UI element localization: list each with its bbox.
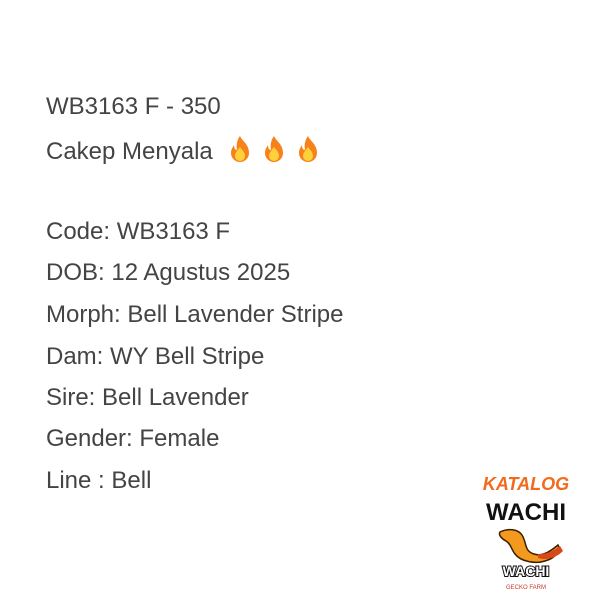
svg-text:KATALOG: KATALOG — [483, 474, 569, 494]
svg-text:GECKO FARM: GECKO FARM — [506, 585, 546, 591]
fire-icon — [299, 136, 318, 162]
detail-dam: Dam: WY Bell Stripe — [46, 343, 265, 370]
detail-line: Line : Bell — [46, 467, 152, 494]
fire-emojis — [227, 135, 321, 163]
post-title: WB3163 F - 350 — [46, 93, 221, 120]
detail-dob: DOB: 12 Agustus 2025 — [46, 259, 291, 286]
detail-sire: Sire: Bell Lavender — [46, 384, 249, 411]
katalog-wachi-logo: KATALOG WACHI WACHI GECKO FARM — [483, 474, 569, 591]
fire-icon — [265, 136, 284, 162]
svg-text:WACHI: WACHI — [486, 499, 566, 526]
detail-morph: Morph: Bell Lavender Stripe — [46, 301, 344, 328]
detail-code: Code: WB3163 F — [46, 218, 231, 245]
svg-text:WACHI: WACHI — [503, 563, 550, 579]
detail-gender: Gender: Female — [46, 425, 220, 452]
post-subtitle-row: Cakep Menyala — [46, 135, 321, 167]
post-subtitle: Cakep Menyala — [46, 138, 213, 165]
fire-icon — [231, 136, 250, 162]
